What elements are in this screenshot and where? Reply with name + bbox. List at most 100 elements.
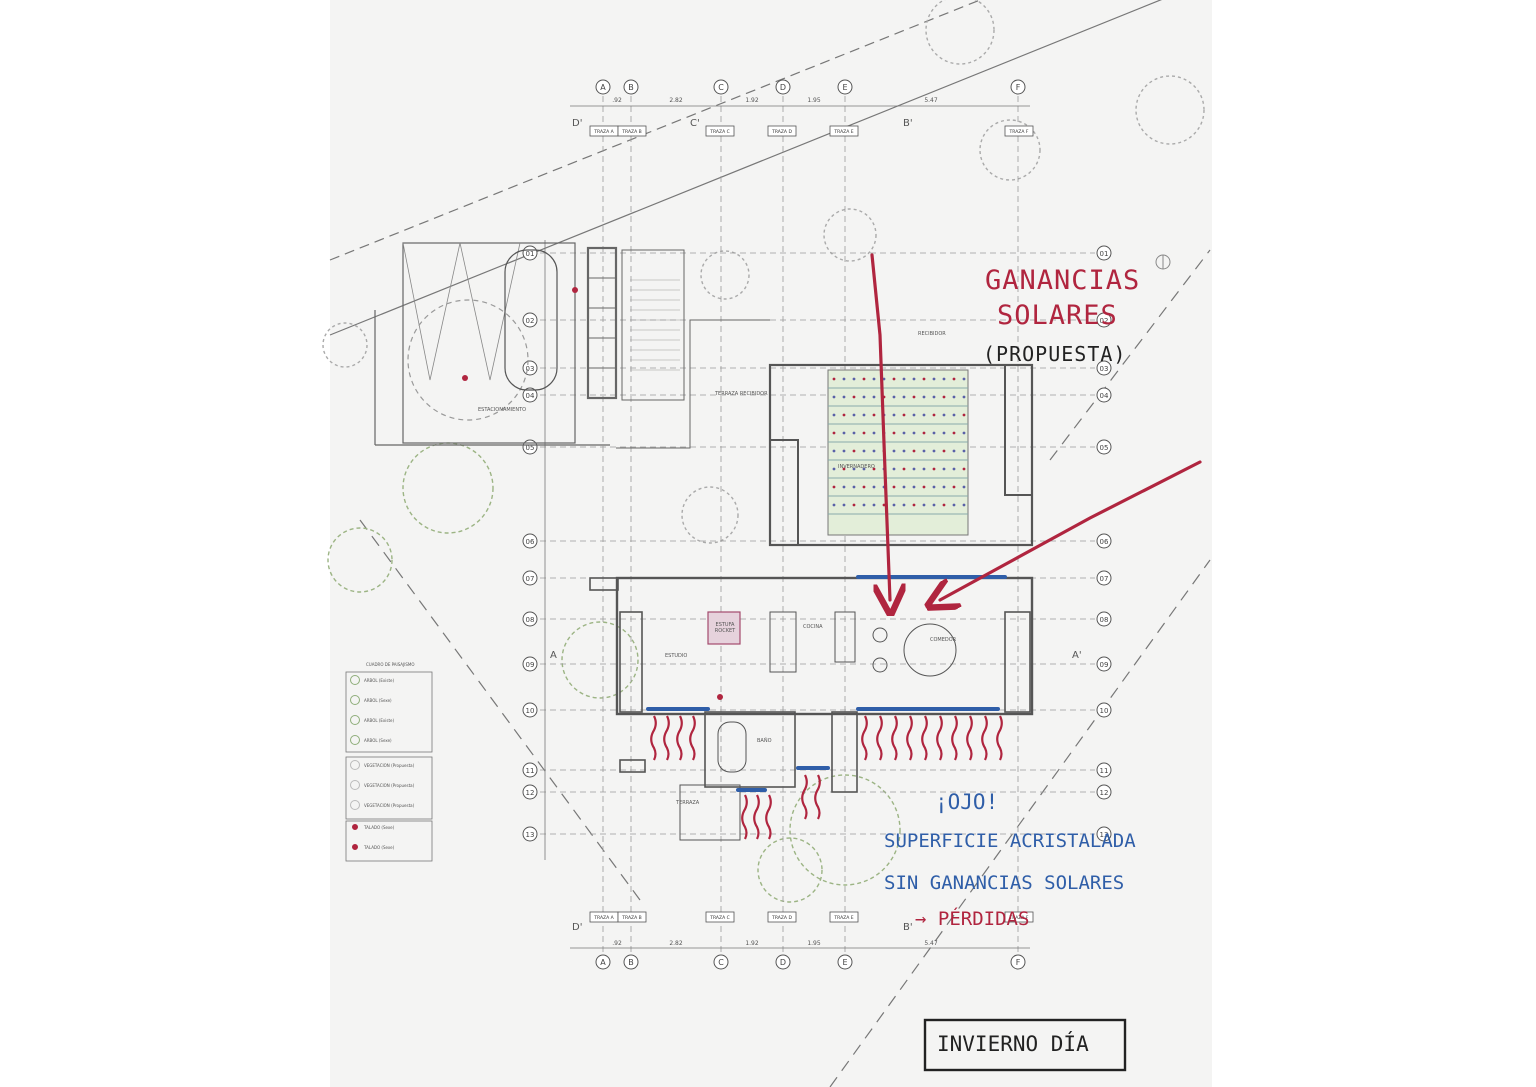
svg-text:11: 11 bbox=[526, 767, 535, 775]
legend-item: ARBOL (Sexe) bbox=[350, 695, 392, 705]
dimension-label: 1.95 bbox=[807, 940, 821, 947]
svg-text:TRAZA E: TRAZA E bbox=[833, 129, 853, 135]
annotation-gains-line3: (PROPUESTA) bbox=[983, 342, 1127, 366]
grid-row-marker: 08 bbox=[1096, 611, 1112, 627]
section-mark-b-top: B' bbox=[903, 118, 913, 129]
legend-item: VEGETACION (Propuesta) bbox=[350, 780, 414, 790]
svg-text:09: 09 bbox=[1100, 661, 1109, 669]
stairs bbox=[586, 246, 770, 449]
svg-text:E: E bbox=[842, 958, 847, 967]
dimension-label: 5.47 bbox=[924, 940, 938, 947]
dimension-label: 1.92 bbox=[745, 940, 759, 947]
svg-text:01: 01 bbox=[526, 250, 535, 258]
svg-text:01: 01 bbox=[1100, 250, 1109, 258]
legend-item: ARBOL (Sexe) bbox=[350, 735, 392, 745]
svg-text:TRAZA C: TRAZA C bbox=[709, 129, 730, 135]
grid-row-marker: 05 bbox=[522, 439, 538, 455]
grid-row-marker: 12 bbox=[1096, 784, 1112, 800]
svg-text:02: 02 bbox=[526, 317, 535, 325]
greenhouse-block bbox=[768, 363, 1034, 547]
grid-col-marker: B bbox=[623, 79, 639, 95]
grid-row-marker: 01 bbox=[1096, 245, 1112, 261]
landscape-legend bbox=[345, 671, 433, 862]
dimension-label: 2.82 bbox=[669, 940, 683, 947]
svg-text:C: C bbox=[718, 83, 724, 92]
svg-text:05: 05 bbox=[526, 444, 535, 452]
room-label-bano: BAÑO bbox=[757, 738, 772, 744]
annotation-losses: → PÉRDIDAS bbox=[915, 908, 1030, 930]
svg-text:F: F bbox=[1016, 958, 1021, 967]
vegetation-icon bbox=[350, 760, 360, 770]
dimension-label: .92 bbox=[612, 97, 622, 104]
legend-title: CUADRO DE PAISAJISMO bbox=[366, 662, 415, 667]
svg-text:F: F bbox=[1016, 83, 1021, 92]
section-mark-a-left: A bbox=[550, 650, 557, 661]
property-lines bbox=[329, 0, 1211, 1087]
grid-col-marker: F bbox=[1010, 79, 1026, 95]
svg-text:TRAZA C: TRAZA C bbox=[709, 915, 730, 921]
grid-row-marker: 09 bbox=[522, 656, 538, 672]
grid-row-marker: 01 bbox=[522, 245, 538, 261]
structural-grid bbox=[540, 96, 1095, 955]
glazed-surfaces bbox=[646, 575, 1007, 792]
solar-gain-arrows bbox=[870, 253, 1202, 600]
grid-row-marker: 13 bbox=[522, 826, 538, 842]
grid-row-marker: 08 bbox=[522, 611, 538, 627]
svg-text:TRAZA D: TRAZA D bbox=[771, 915, 792, 921]
legend-item-label: TALADO (Sexe) bbox=[364, 824, 395, 830]
traza-box: TRAZA D bbox=[767, 911, 797, 923]
grid-row-marker: 03 bbox=[522, 360, 538, 376]
traza-box: TRAZA B bbox=[617, 911, 647, 923]
room-label-estacionamiento: ESTACIONAMIENTO bbox=[478, 407, 527, 413]
parking-area bbox=[374, 242, 610, 446]
traza-box: TRAZA C bbox=[705, 125, 735, 137]
annotation-ojo: ¡OJO! bbox=[935, 790, 999, 814]
grid-col-marker: D bbox=[775, 79, 791, 95]
legend-item-label: VEGETACION (Propuesta) bbox=[364, 762, 415, 768]
grid-row-marker: 11 bbox=[522, 762, 538, 778]
legend-item: ARBOL (Existe) bbox=[350, 715, 394, 725]
grid-row-marker: 10 bbox=[1096, 702, 1112, 718]
grid-row-marker: 13 bbox=[1096, 826, 1112, 842]
grid-row-marker: 04 bbox=[522, 387, 538, 403]
svg-text:02: 02 bbox=[1100, 317, 1109, 325]
room-label-terraza: TERRAZA bbox=[676, 800, 700, 806]
traza-box: TRAZA B bbox=[617, 125, 647, 137]
svg-text:12: 12 bbox=[526, 789, 535, 797]
grid-row-marker: 06 bbox=[1096, 533, 1112, 549]
grid-row-marker: 04 bbox=[1096, 387, 1112, 403]
annotation-gains-line1: GANANCIAS bbox=[985, 265, 1141, 296]
svg-text:TRAZA F: TRAZA F bbox=[1009, 915, 1029, 921]
grid-row-marker: 10 bbox=[522, 702, 538, 718]
grid-col-marker: C bbox=[713, 79, 729, 95]
room-label-terraza-recibidor: TERRAZA RECIBIDOR bbox=[715, 391, 768, 397]
svg-text:10: 10 bbox=[1100, 707, 1109, 715]
legend-item-label: ARBOL (Existe) bbox=[364, 717, 395, 723]
grid-row-marker: 03 bbox=[1096, 360, 1112, 376]
svg-text:A: A bbox=[600, 83, 606, 92]
legend-item: TALADO (Sexe) bbox=[350, 822, 394, 832]
svg-text:08: 08 bbox=[526, 616, 535, 624]
dimension-label: 5.47 bbox=[924, 97, 938, 104]
dimension-lines bbox=[544, 105, 1030, 949]
annotation-glazed-line2: SIN GANANCIAS SOLARES bbox=[884, 872, 1125, 894]
tree-icon bbox=[350, 695, 360, 705]
grid-row-marker: 02 bbox=[522, 312, 538, 328]
svg-text:10: 10 bbox=[526, 707, 535, 715]
svg-text:03: 03 bbox=[1100, 365, 1109, 373]
annotation-glazed-line1: SUPERFICIE ACRISTALADA bbox=[884, 830, 1136, 852]
svg-text:D: D bbox=[780, 958, 786, 967]
felled-tree-icon bbox=[352, 824, 358, 830]
svg-text:13: 13 bbox=[1100, 831, 1109, 839]
svg-text:06: 06 bbox=[1100, 538, 1109, 546]
grid-row-marker: 06 bbox=[522, 533, 538, 549]
north-mark bbox=[1155, 254, 1171, 270]
section-mark-a-right: A' bbox=[1072, 650, 1082, 661]
svg-text:D: D bbox=[780, 83, 786, 92]
